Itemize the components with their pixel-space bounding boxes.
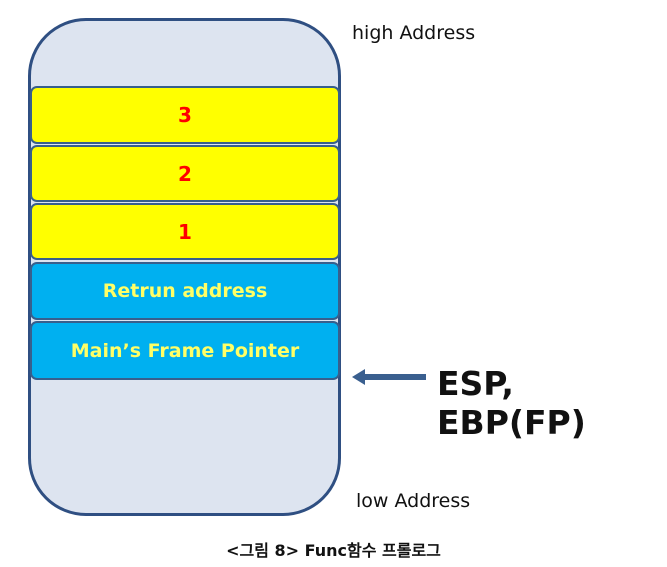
pointer-arrow-icon	[352, 369, 426, 385]
stack-frame-3: 3	[30, 86, 340, 144]
stack-frame-main-frame-pointer: Main’s Frame Pointer	[30, 321, 340, 380]
stack-frame-2: 2	[30, 145, 340, 202]
high-address-label: high Address	[352, 22, 476, 44]
stack-frame-3-label: 3	[178, 103, 192, 127]
stack-frame-main-frame-pointer-label: Main’s Frame Pointer	[70, 339, 300, 362]
figure-caption: <그림 8> Func함수 프롤로그	[226, 541, 441, 560]
stack-frame-return-address-label: Retrun address	[102, 280, 268, 302]
stack-frame-1-label: 1	[178, 219, 192, 244]
stack-frame-1: 1	[30, 203, 340, 260]
low-address-label: low Address	[356, 490, 471, 512]
esp-ebp-pointer-label: ESP, EBP(FP)	[437, 364, 586, 442]
stack-frame-2-label: 2	[178, 161, 192, 186]
stack-frame-return-address: Retrun address	[30, 262, 340, 320]
